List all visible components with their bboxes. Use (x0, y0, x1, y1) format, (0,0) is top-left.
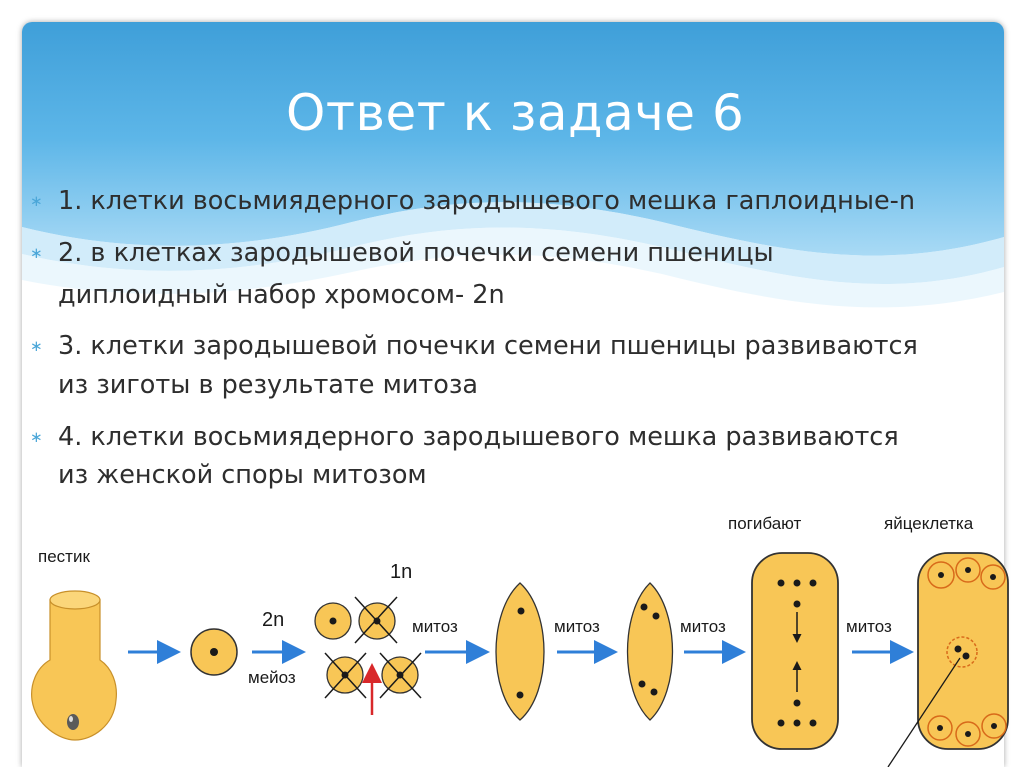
pistil: пестик (31, 547, 117, 741)
bullet-3-line-1: 3. клетки зародышевой почечки семени пше… (58, 331, 918, 361)
bullet-marker: ∗ (30, 428, 43, 446)
mature-embryo-sac (887, 552, 1009, 767)
diploid-cell (190, 628, 238, 676)
pistil-label: пестик (38, 547, 90, 566)
label-mitosis-1: митоз (412, 617, 458, 636)
label-1n: 1n (390, 561, 412, 583)
label-meiosis: мейоз (248, 668, 296, 687)
bullet-4-line-1: 4. клетки восьмиядерного зародышевого ме… (58, 422, 899, 452)
label-egg-cell: яйцеклетка (884, 514, 974, 533)
meiosis-spores (314, 596, 422, 715)
bullet-marker: ∗ (30, 192, 43, 210)
label-mitosis-2: митоз (554, 617, 600, 636)
bullet-4-line-2: из женской споры митозом (58, 460, 427, 490)
bullet-2-line-1: 2. в клетках зародышевой почечки семени … (58, 238, 774, 268)
eight-nucleate-sac (751, 552, 839, 750)
slide: Ответ к задаче 6 (22, 22, 1004, 767)
label-perish: погибают (728, 514, 802, 533)
label-2n: 2n (262, 609, 284, 631)
header-background (22, 22, 1004, 308)
slide-title: Ответ к задаче 6 (286, 84, 745, 142)
bullet-3-line-2: из зиготы в результате митоза (58, 370, 479, 400)
bullet-1-line-1: 1. клетки восьмиядерного зародышевого ме… (58, 186, 916, 216)
four-nucleate-cell (626, 582, 674, 721)
label-mitosis-4: митоз (846, 617, 892, 636)
bullet-marker: ∗ (30, 337, 43, 355)
bullet-2-line-2: диплоидный набор хромосом- 2n (58, 280, 505, 310)
bullet-marker: ∗ (30, 244, 43, 262)
label-mitosis-3: митоз (680, 617, 726, 636)
two-nucleate-cell (495, 582, 545, 721)
